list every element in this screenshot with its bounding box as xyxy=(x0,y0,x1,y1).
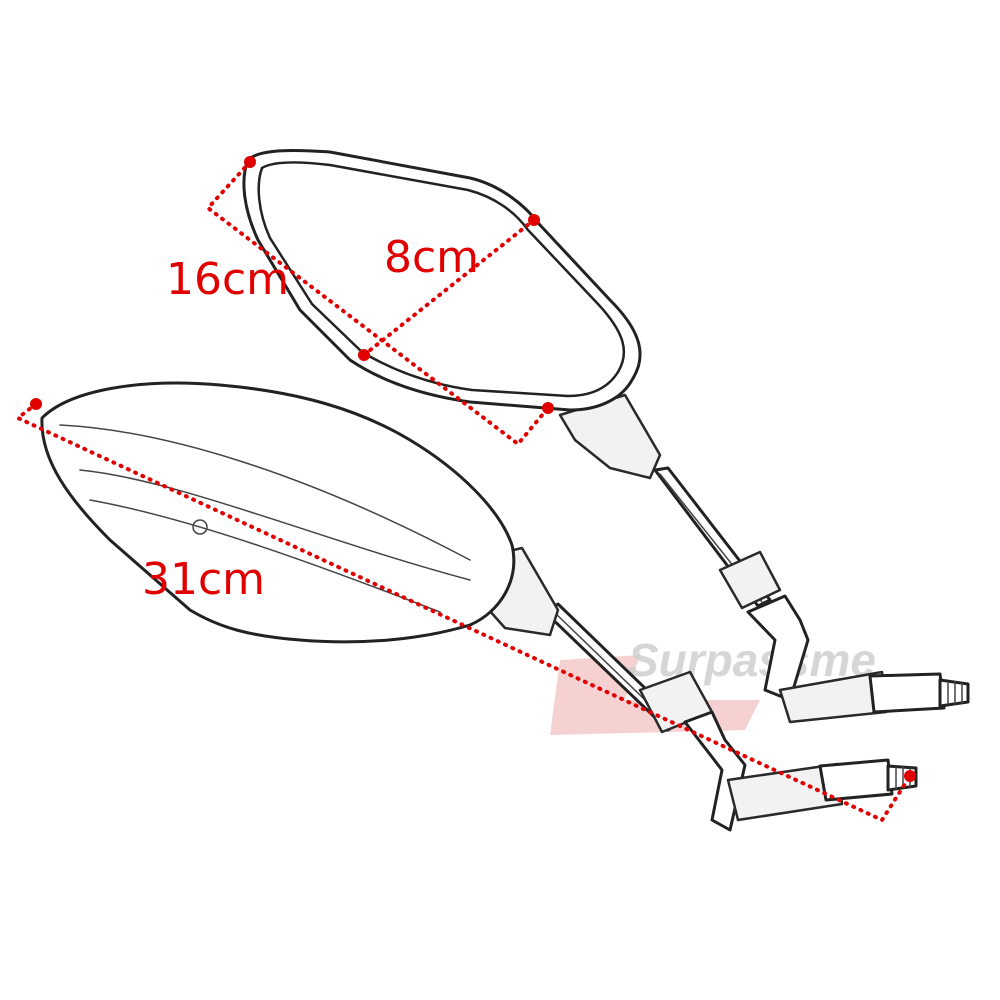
lower-mirror xyxy=(40,381,918,832)
dimension-16cm: 16cm xyxy=(166,156,554,447)
watermark-brand-text: Surpassme xyxy=(628,634,876,686)
dimension-endpoint xyxy=(30,398,42,410)
lower-mirror-contour xyxy=(59,424,471,561)
dimension-endpoint xyxy=(904,770,916,782)
upper-mirror xyxy=(242,148,970,724)
dimension-16cm-line xyxy=(205,160,550,447)
dimension-8cm-label: 8cm xyxy=(384,232,479,283)
lower-mirror-contour xyxy=(79,469,471,581)
lower-mirror-body xyxy=(40,381,516,644)
lower-mirror-emblem xyxy=(192,519,208,535)
lower-mirror-stem xyxy=(543,602,918,832)
dimension-31cm-label: 31cm xyxy=(142,554,265,605)
dimension-endpoint xyxy=(528,214,540,226)
dimension-endpoint xyxy=(244,156,256,168)
upper-mirror-neck xyxy=(558,393,662,480)
dimension-8cm: 8cm xyxy=(358,214,540,361)
dimension-31cm-line xyxy=(14,402,912,823)
upper-mirror-glass xyxy=(257,161,626,398)
dimension-31cm: 31cm xyxy=(14,398,916,823)
dimension-16cm-label: 16cm xyxy=(166,254,289,305)
dimension-endpoint xyxy=(358,349,370,361)
upper-mirror-stem xyxy=(653,466,970,724)
dimension-endpoint xyxy=(542,402,554,414)
